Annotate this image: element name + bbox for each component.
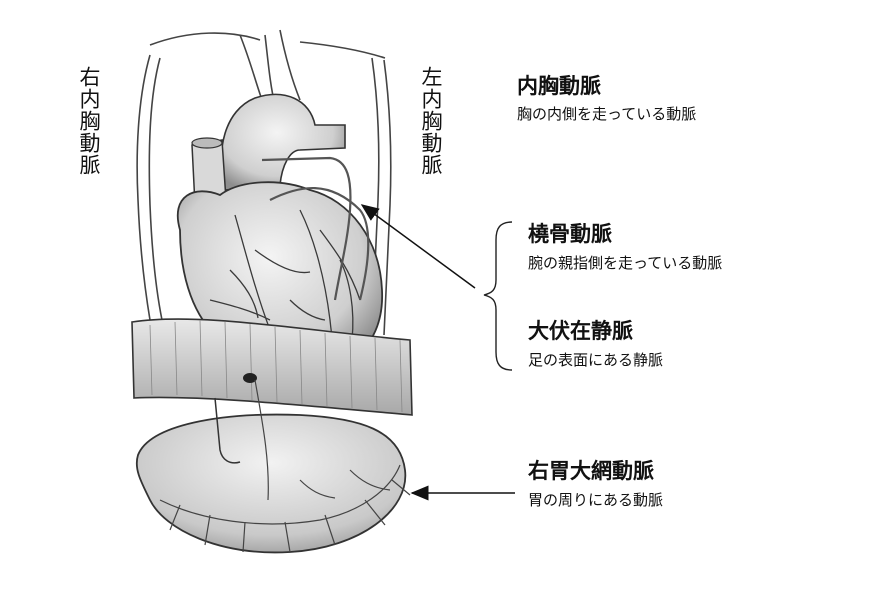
- great-vessels: [136, 29, 392, 336]
- term-internal-thoracic-title: 内胸動脈: [517, 74, 601, 98]
- gastroepiploic-vessels: [159, 379, 411, 553]
- term-gastroepiploic-desc: 胃の周りにある動脈: [528, 491, 664, 509]
- term-radial-title: 橈骨動脈: [528, 222, 612, 246]
- arrow-upper: [360, 204, 476, 289]
- label-left-internal-thoracic: 左内胸動脈: [419, 66, 443, 176]
- term-saphenous-desc: 足の表面にある静脈: [528, 351, 664, 369]
- bracket: [483, 221, 513, 371]
- term-internal-thoracic-desc: 胸の内側を走っている動脈: [517, 105, 697, 123]
- term-gastroepiploic-title: 右胃大網動脈: [528, 459, 654, 483]
- term-radial-desc: 腕の親指側を走っている動脈: [528, 254, 723, 272]
- label-right-internal-thoracic: 右内胸動脈: [77, 66, 101, 176]
- aorta: [220, 93, 346, 191]
- term-saphenous-title: 大伏在静脈: [528, 319, 633, 343]
- stomach: [135, 413, 407, 554]
